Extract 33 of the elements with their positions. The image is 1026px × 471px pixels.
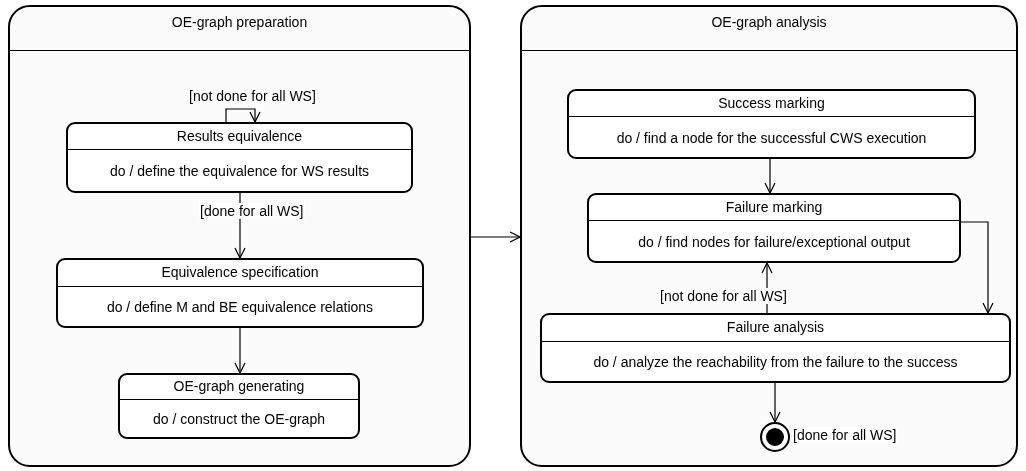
transition-arrow [960,221,994,314]
transition-arrow [234,327,246,374]
state-action: do / define M and BE equivalence relations [105,298,375,317]
state-action: do / find nodes for failure/exceptional output [637,233,911,252]
state-name: OE-graph analysis [522,7,1016,51]
state-name: OE-graph generating [120,375,358,400]
guard-label: [done for all WS] [792,427,898,443]
state-box [118,373,360,439]
state-action: do / analyze the reachability from the failure to the success [592,353,959,372]
final-state [760,422,790,452]
state-name: OE-graph preparation [10,7,469,51]
transition-arrow [769,382,781,423]
transition-arrow [225,108,261,123]
state-box [66,122,413,193]
state-action: do / define the equivalence for WS results [108,162,371,181]
state-name: Results equivalence [68,124,411,150]
state-box [587,193,961,263]
state-action: do / find a node for the successful CWS execution [615,129,928,148]
guard-label: [done for all WS] [199,203,305,219]
transition-arrow [764,158,776,194]
state-box [540,313,1011,383]
state-name: Failure marking [589,195,959,221]
guard-label: [not done for all WS] [659,288,788,304]
guard-label: [not done for all WS] [188,88,317,104]
state-action: do / construct the OE-graph [152,410,326,429]
state-box [56,258,424,328]
state-box [567,89,976,159]
composite-state [520,5,1018,467]
transition-arrow [470,231,521,243]
state-name: Failure analysis [542,315,1009,342]
state-name: Equivalence specification [58,260,422,287]
composite-state [8,5,471,467]
state-name: Success marking [569,91,974,117]
